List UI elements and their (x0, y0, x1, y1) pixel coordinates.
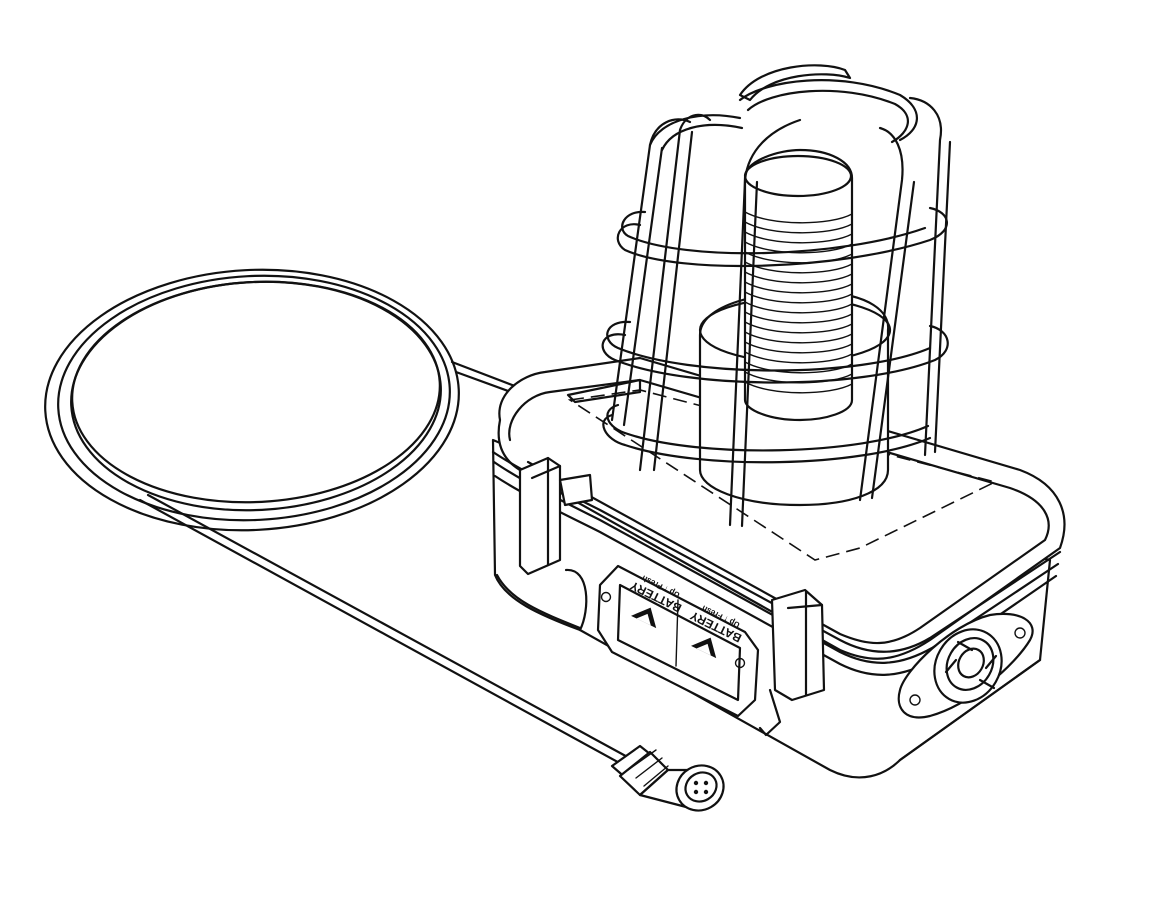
left-latch (518, 456, 594, 576)
wire-guard-cage (601, 64, 952, 528)
plug-connector (610, 744, 725, 812)
lead-cable (138, 493, 635, 768)
beacon-lens (698, 148, 892, 507)
coiled-cable (44, 268, 524, 532)
side-receptacle (897, 612, 1034, 719)
right-latch (564, 568, 826, 737)
